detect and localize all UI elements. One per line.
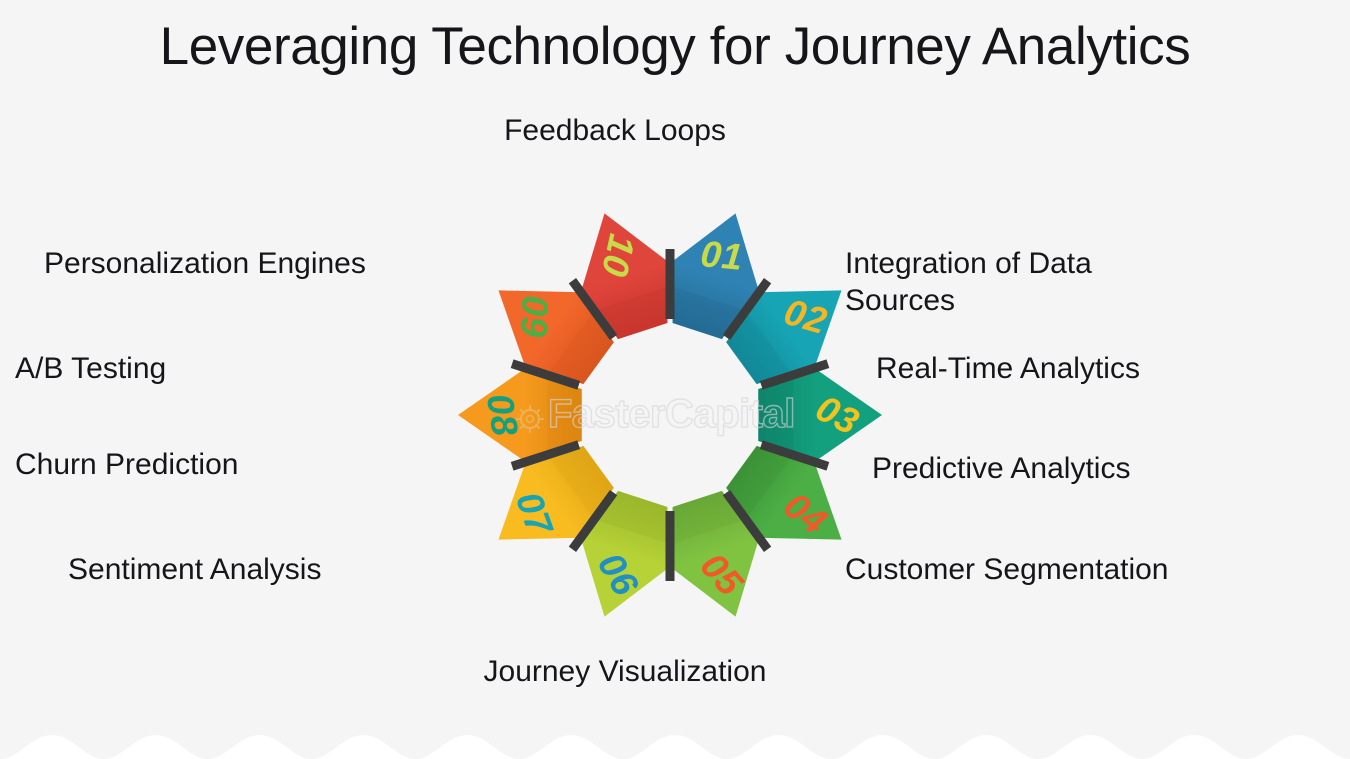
wheel-segment-05[interactable] <box>672 490 758 617</box>
wheel-segment-07[interactable] <box>498 445 614 540</box>
wheel-segment-facet-01 <box>672 287 743 339</box>
wheel-segment-facet-06 <box>597 491 668 543</box>
label-ab-testing: A/B Testing <box>15 352 167 385</box>
wheel-segment-01[interactable] <box>672 213 758 340</box>
wheel-connector-bar <box>722 278 772 340</box>
wheel-connector-bar <box>568 278 618 340</box>
label-personalization-engines: Personalization Engines <box>44 247 366 280</box>
wheel-segment-facet-09 <box>549 313 614 384</box>
wheel-connector-bar <box>759 359 830 390</box>
label-churn-prediction: Churn Prediction <box>15 448 239 481</box>
wheel-segment-facet-02 <box>726 313 791 384</box>
wheel-segment-facet-08 <box>547 378 582 452</box>
wheel-connectors <box>510 249 830 581</box>
wheel-segment-number-09: 09 <box>513 295 555 338</box>
wheel-segment-09[interactable] <box>498 290 614 385</box>
wheel-connector-bar <box>510 440 581 471</box>
wheel-segment-04[interactable] <box>726 445 842 540</box>
label-real-time-analytics: Real-Time Analytics <box>876 352 1140 385</box>
wheel-segment-facet-04 <box>726 446 791 517</box>
wheel-segment-facet-07 <box>549 446 614 517</box>
label-predictive-analytics: Predictive Analytics <box>872 452 1131 485</box>
wheel-segment-10[interactable] <box>582 213 668 340</box>
page-title: Leveraging Technology for Journey Analyt… <box>159 17 1191 76</box>
wheel-segment-06[interactable] <box>582 490 668 617</box>
wheel-segment-number-01: 01 <box>699 233 745 278</box>
wheel-segments <box>458 213 882 617</box>
wheel-connector-bar <box>759 440 830 471</box>
wheel-segment-02[interactable] <box>726 290 842 385</box>
wheel-segment-facet-10 <box>597 287 668 339</box>
wheel-segment-facet-05 <box>672 491 743 543</box>
wheel-segment-08[interactable] <box>458 370 582 460</box>
wheel-connector-bar <box>510 359 581 390</box>
label-sentiment-analysis: Sentiment Analysis <box>68 553 322 586</box>
wheel-segment-facet-03 <box>758 378 793 452</box>
label-journey-visualization: Journey Visualization <box>483 655 767 688</box>
wheel-segment-number-08: 08 <box>479 391 526 439</box>
bottom-scallop-decoration <box>0 735 1350 759</box>
label-integration-of-data-sources: Integration of Data Sources <box>845 247 1092 317</box>
wheel-segment-03[interactable] <box>758 370 882 460</box>
label-customer-segmentation: Customer Segmentation <box>845 553 1169 586</box>
wheel-connector-bar <box>568 490 618 552</box>
wheel-connector-bar <box>722 490 772 552</box>
wheel-segment-number-10: 10 <box>594 231 643 281</box>
label-feedback-loops: Feedback Loops <box>504 114 726 147</box>
